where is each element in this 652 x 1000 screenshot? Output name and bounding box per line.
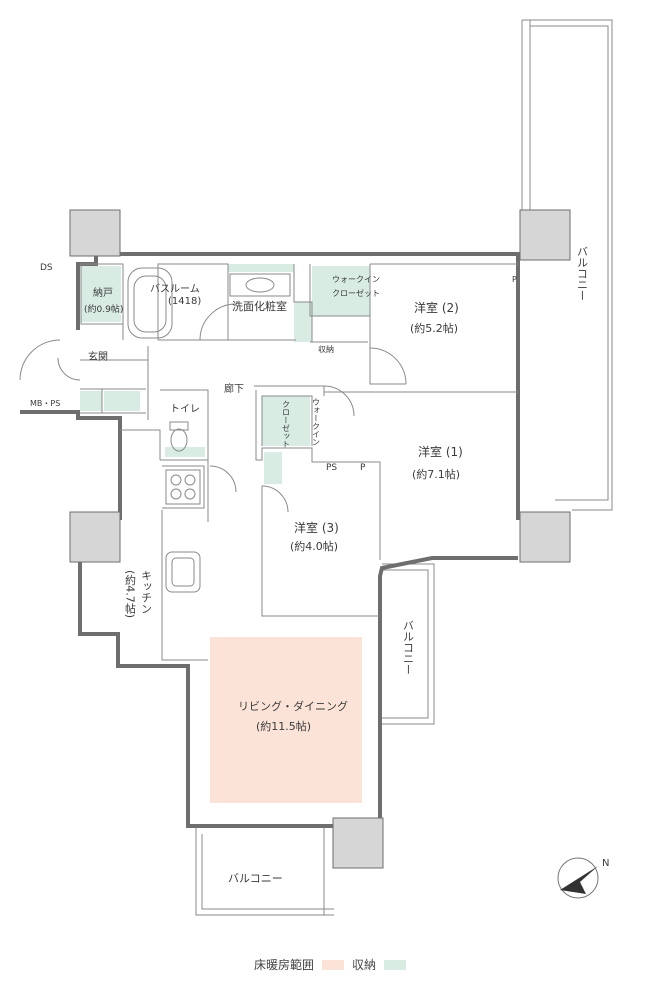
mb-ps-label: MB・PS	[30, 399, 60, 408]
ds-label: DS	[40, 263, 53, 273]
legend-floor-heating-label: 床暖房範囲	[254, 958, 315, 972]
stove-icon	[165, 469, 201, 505]
p-label-mid: P	[360, 463, 366, 473]
living-dining-size-label: (約11.5帖)	[256, 719, 311, 733]
legend-storage-swatch	[384, 959, 407, 970]
sink-icon	[165, 551, 201, 593]
kitchen-label: キッチン	[140, 570, 153, 614]
walk-in-closet-mid-label-2: クローゼット	[282, 400, 291, 448]
balcony-outlines	[195, 19, 613, 916]
western-room-2-label: 洋室 (2)	[414, 300, 459, 315]
western-room-1-label: 洋室 (1)	[418, 444, 463, 459]
walk-in-closet-top-label-2: クローゼット	[332, 288, 380, 298]
storeroom-label: 納戸	[93, 286, 113, 299]
legend-storage-label: 収納	[352, 958, 377, 972]
balcony-bottom-label: バルコニー	[228, 872, 283, 885]
bath-cabinet-area	[165, 447, 205, 457]
storeroom-size-label: (約0.9帖)	[84, 303, 123, 315]
western-room-3-size-label: (約4.0帖)	[290, 539, 338, 553]
western-room-2-size-label: (約5.2帖)	[410, 321, 458, 335]
entrance-storage-1-area	[80, 391, 102, 411]
balcony-right-label: バルコニー	[576, 246, 589, 301]
storage-label: 収納	[318, 344, 334, 354]
walls	[20, 252, 522, 828]
walk-in-closet-top-label-1: ウォークイン	[332, 275, 380, 284]
doors	[19, 303, 407, 513]
upper-cabinet-area	[228, 264, 294, 272]
washroom-label: 洗面化粧室	[232, 299, 287, 313]
living-dining-floor-heating	[210, 637, 362, 803]
ps-label: PS	[326, 463, 337, 473]
toilet-icon	[169, 421, 189, 452]
walk-in-closet-top-area	[312, 266, 370, 316]
kitchen-size-label: (約4.7帖)	[124, 570, 137, 618]
entrance-storage-2-area	[104, 391, 140, 411]
washer-storage-area	[294, 302, 312, 342]
p-label-top: P	[512, 275, 517, 284]
small-closet-area	[264, 452, 282, 484]
entrance-label: 玄関	[88, 350, 108, 363]
balcony-middle-label: バルコニー	[402, 620, 415, 675]
corridor-label: 廊下	[224, 382, 244, 395]
western-room-1-size-label: (約7.1帖)	[412, 467, 460, 481]
walk-in-closet-mid-area	[262, 396, 310, 446]
toilet-label: トイレ	[170, 404, 200, 415]
storeroom-storage-area	[81, 266, 121, 322]
washbasin-icon	[229, 273, 291, 297]
bathroom-label: バスルーム	[150, 283, 200, 295]
western-room-3-label: 洋室 (3)	[294, 520, 339, 535]
legend-floor-heating-swatch	[322, 959, 345, 970]
pillars	[69, 209, 571, 869]
legend: 床暖房範囲 収納	[254, 956, 407, 973]
living-dining-label: リビング・ダイニング	[238, 699, 348, 713]
compass-icon	[557, 857, 599, 899]
walk-in-closet-mid-label-1: ウォークイン	[312, 398, 321, 446]
bathroom-size-label: (1418)	[168, 296, 201, 307]
north-label: N	[602, 858, 609, 869]
bathtub-icon	[127, 267, 173, 339]
